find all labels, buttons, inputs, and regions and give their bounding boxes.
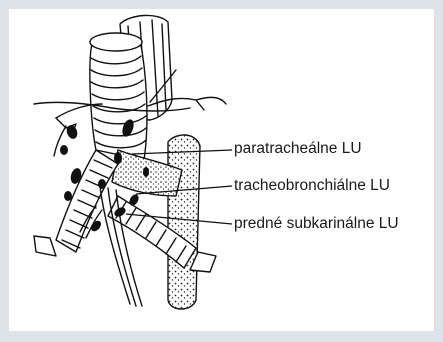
- label-tracheobronchial: tracheobronchiálne LU: [234, 177, 390, 195]
- descending-aorta: [168, 135, 200, 309]
- right-bronchus: [34, 150, 118, 256]
- left-lower-bronchus: [108, 196, 216, 272]
- label-paratracheal: paratracheálne LU: [234, 140, 362, 158]
- label-subcarinal: predné subkarinálne LU: [234, 215, 399, 233]
- trachea: [90, 33, 147, 160]
